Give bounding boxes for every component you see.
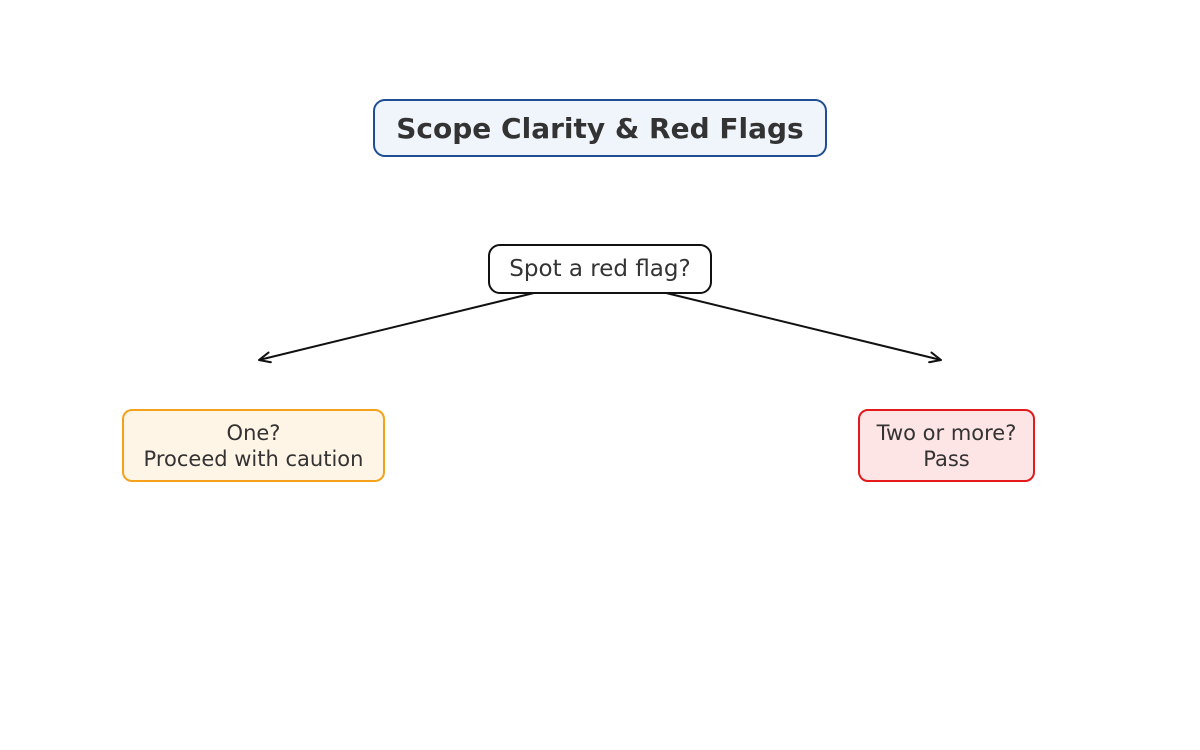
arrow-to-caution	[258, 291, 539, 364]
caution-outcome-node: One? Proceed with caution	[122, 409, 385, 482]
decision-node: Spot a red flag?	[488, 244, 712, 294]
pass-outcome-node: Two or more? Pass	[858, 409, 1035, 482]
caution-outcome-line2: Proceed with caution	[143, 446, 364, 471]
pass-outcome-line2: Pass	[923, 446, 970, 471]
pass-outcome-line1: Two or more?	[876, 420, 1017, 445]
diagram-title: Scope Clarity & Red Flags	[373, 99, 827, 157]
decision-question-text: Spot a red flag?	[509, 256, 691, 282]
caution-outcome-line1: One?	[226, 420, 281, 445]
arrow-to-pass	[661, 291, 942, 364]
diagram-title-text: Scope Clarity & Red Flags	[396, 111, 804, 145]
